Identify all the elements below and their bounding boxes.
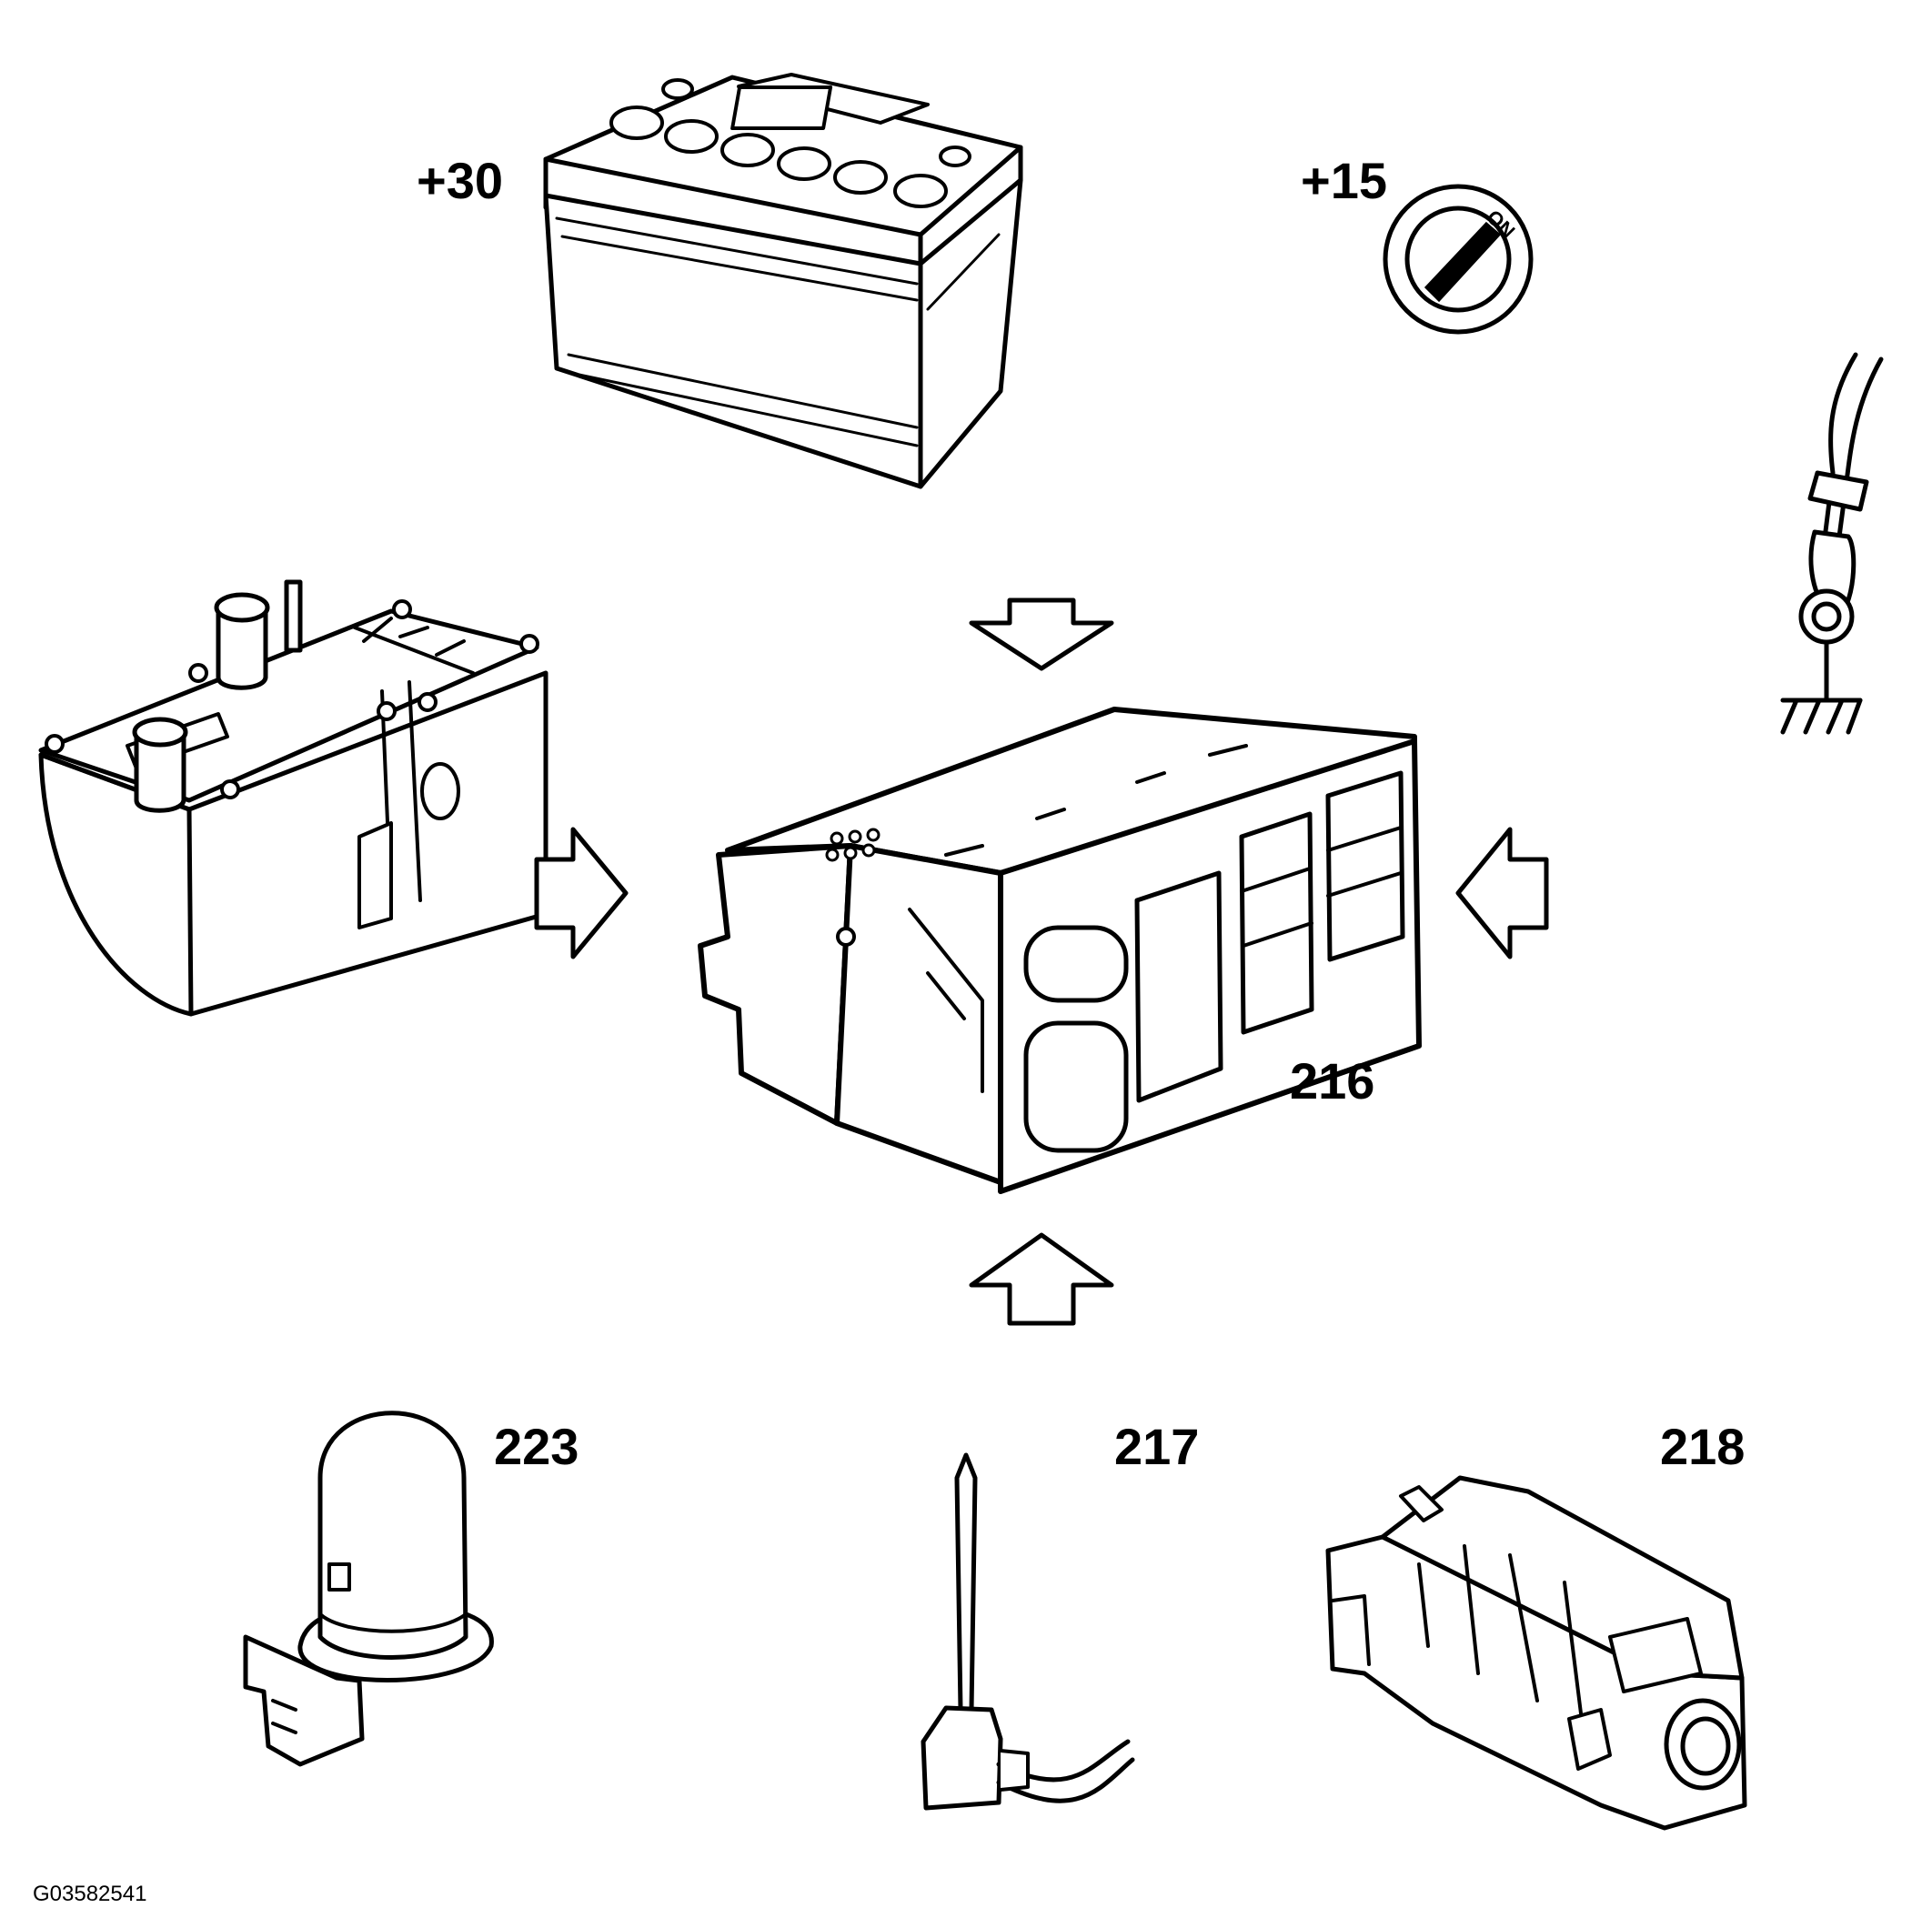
sensor-connector-icon (1325, 1475, 1747, 1831)
figure-id: G03582541 (33, 1882, 146, 1906)
indicator-lamp-label: 223 (494, 1418, 579, 1475)
battery-icon (543, 73, 1023, 489)
coolant-sensor-label: 217 (1114, 1418, 1199, 1475)
ignition-label: +15 (1301, 152, 1387, 209)
control-module-icon (698, 707, 1422, 1194)
arrow-icon-right (534, 827, 629, 959)
indicator-lamp-icon (243, 1411, 494, 1767)
fuel-heater-icon (38, 579, 548, 1017)
battery-label: +30 (417, 152, 503, 209)
temperature-sensor-icon (921, 1452, 1135, 1811)
arrow-icon-up (969, 1232, 1114, 1326)
arrow-icon-down (969, 597, 1114, 671)
control-module-label: 216 (1290, 1052, 1374, 1110)
arrow-icon-left (1455, 827, 1549, 959)
outdoor-sensor-label: 218 (1660, 1418, 1745, 1475)
ground-icon (1780, 352, 1884, 735)
ignition-switch-icon: ON (1383, 184, 1534, 335)
